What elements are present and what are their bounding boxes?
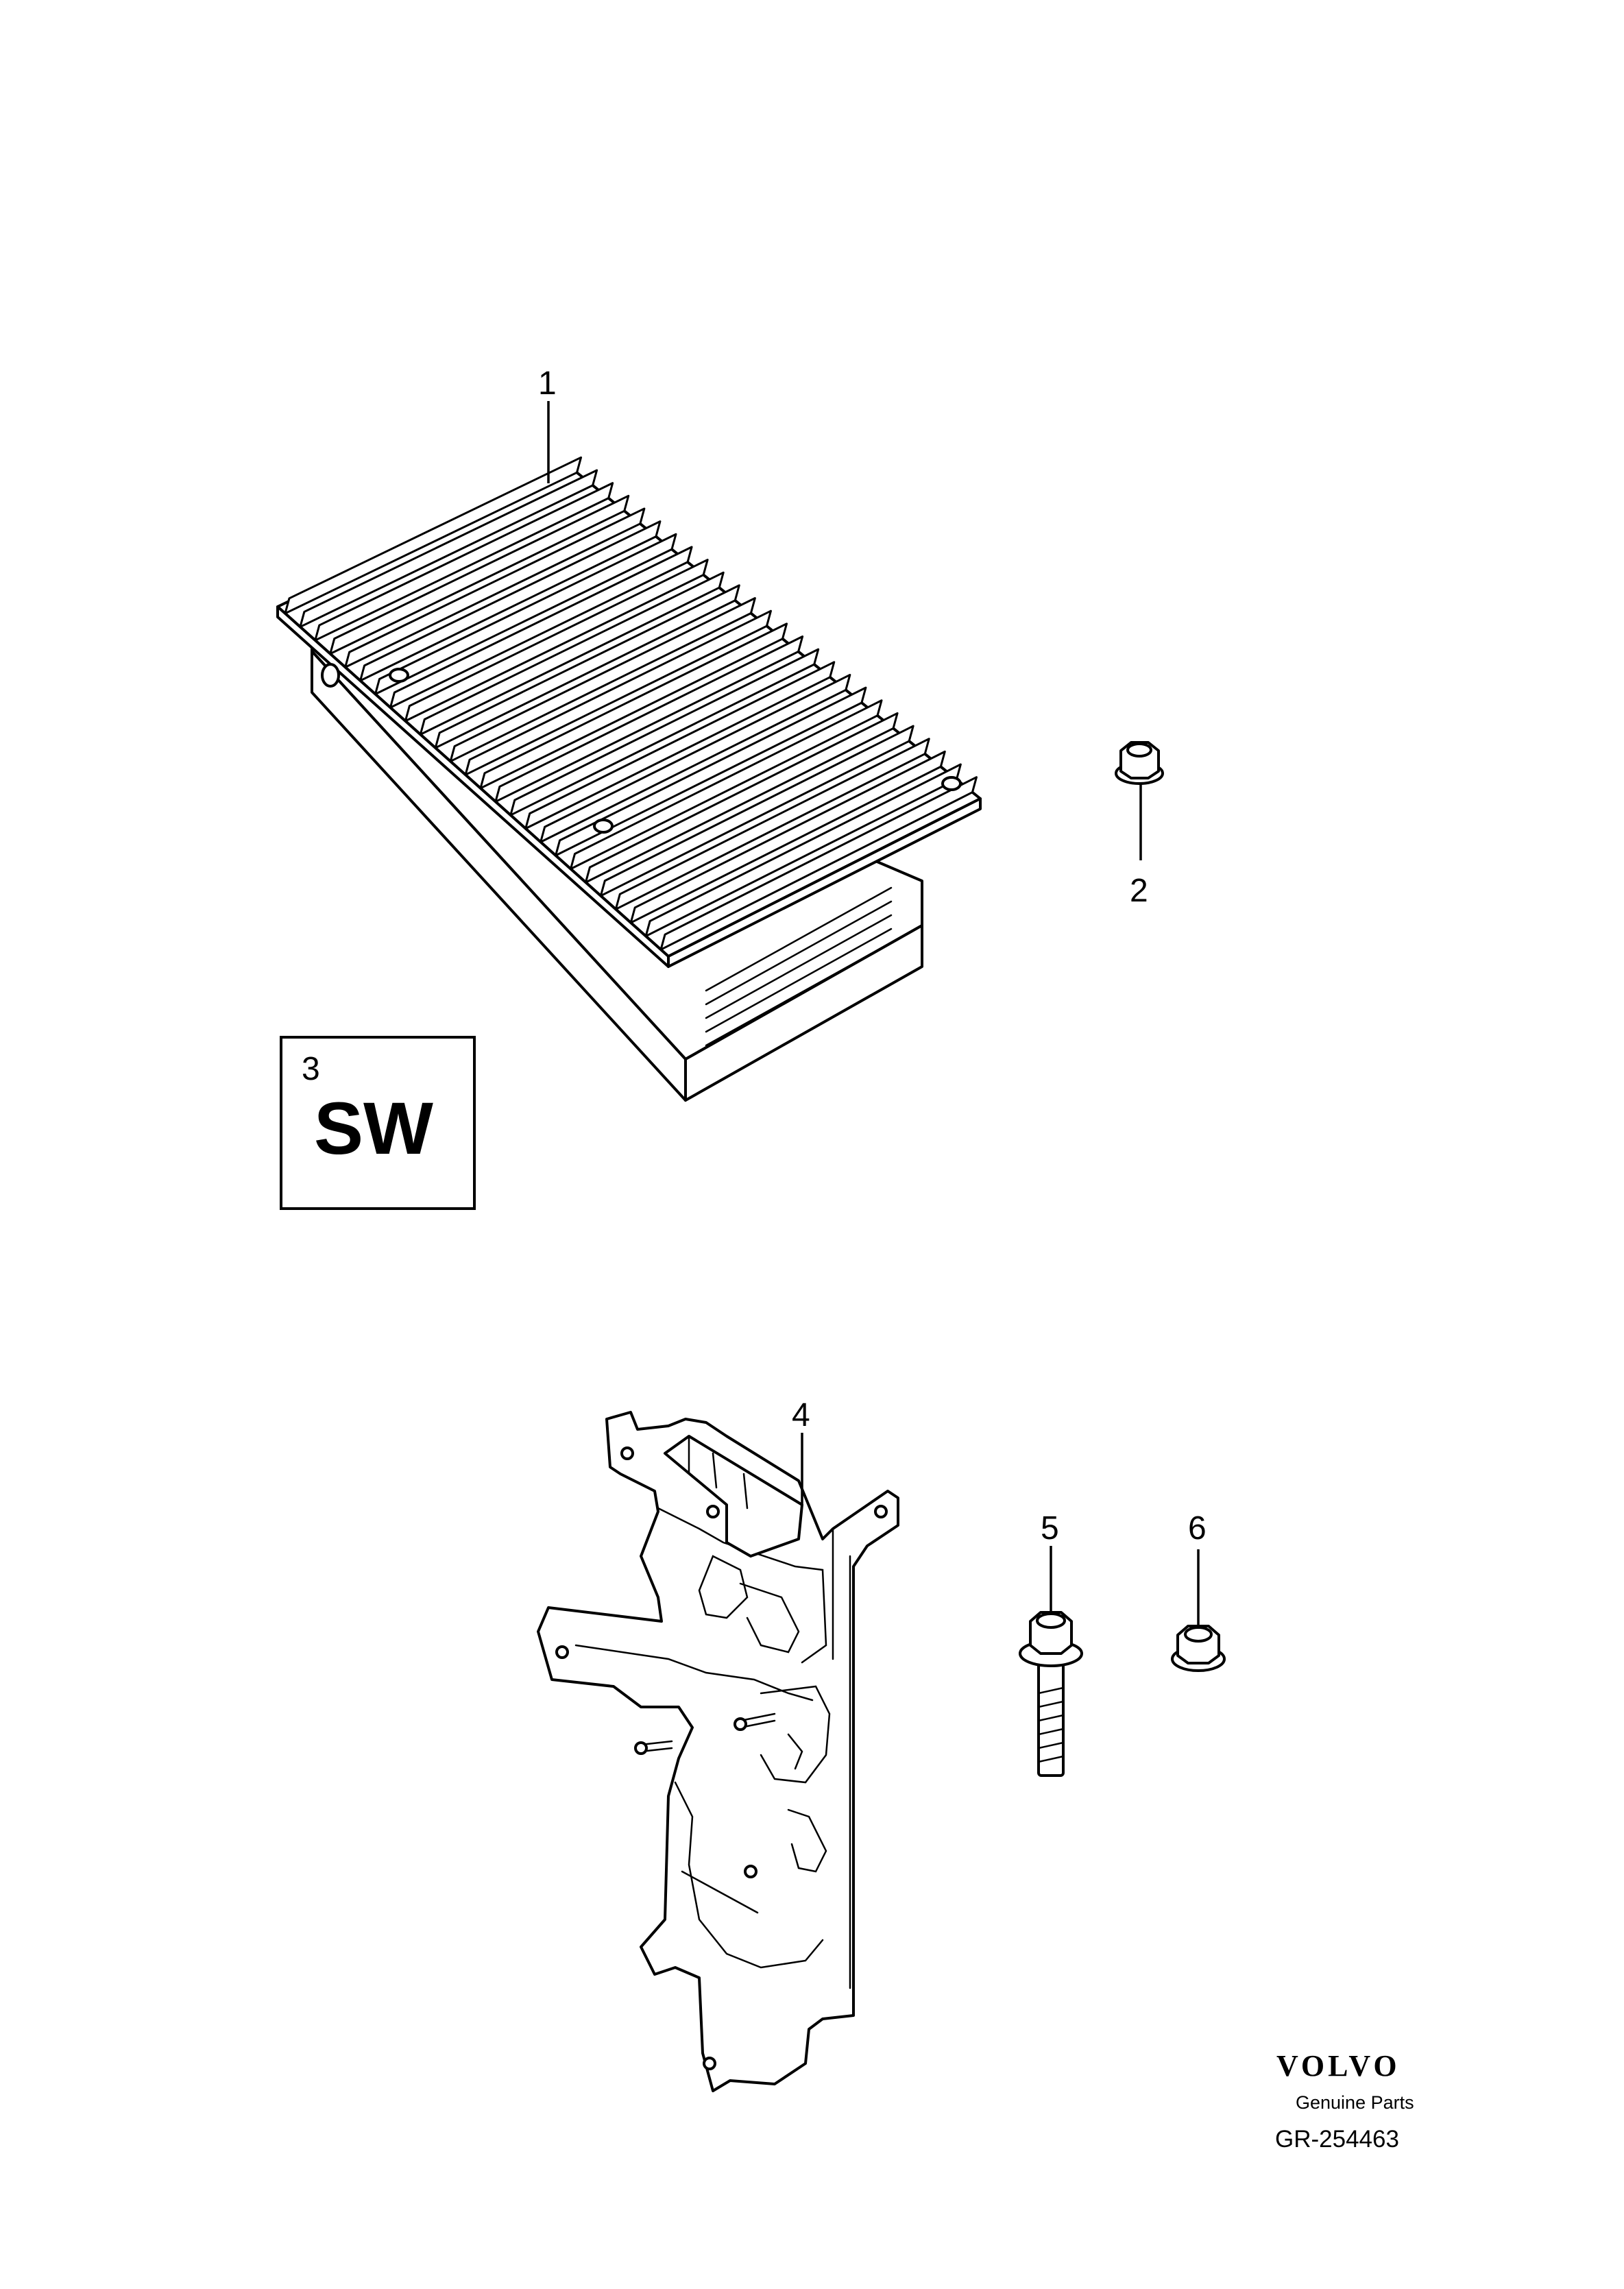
cooling-fin (344, 507, 646, 668)
amplifier-icon (276, 456, 982, 1102)
software-item: 3 SW (280, 1036, 476, 1210)
callout-1: 1 (538, 365, 557, 402)
cooling-fin (314, 482, 614, 642)
cooling-fin (479, 622, 788, 790)
cooling-fin (329, 494, 630, 655)
callout-3: 3 (302, 1051, 320, 1087)
cooling-fin (629, 750, 946, 924)
cooling-fins (284, 456, 978, 951)
software-label: SW (314, 1087, 433, 1170)
cooling-fin (659, 776, 978, 951)
flange-nut-icon (1171, 1625, 1226, 1672)
cooling-fin (389, 546, 693, 709)
cooling-fin (644, 763, 962, 938)
cooling-fin (570, 699, 883, 870)
cooling-fin (404, 559, 709, 723)
cooling-fin (449, 597, 756, 763)
cooling-fin (299, 469, 598, 628)
callout-4: 4 (792, 1397, 810, 1433)
diagram-reference: GR-254463 (1275, 2126, 1399, 2153)
flange-bolt-icon (1019, 1611, 1083, 1777)
callout-2: 2 (1130, 873, 1148, 909)
cooling-fin (540, 673, 851, 843)
brand-logo: VOLVO (1276, 2049, 1401, 2083)
cooling-fin (509, 648, 820, 816)
cooling-fin (434, 584, 740, 749)
flange-nut-icon (1115, 741, 1164, 785)
cooling-fin (614, 738, 930, 910)
cooling-fin (494, 635, 804, 803)
cooling-fin (359, 520, 662, 682)
cooling-fin (419, 571, 725, 736)
callout-6: 6 (1188, 1510, 1207, 1547)
cooling-fin (464, 609, 772, 776)
cooling-fin (524, 661, 836, 830)
mounting-bracket-icon (537, 1411, 899, 2092)
callout-5: 5 (1041, 1510, 1059, 1547)
cooling-fin (599, 725, 914, 897)
brand-tagline: Genuine Parts (1296, 2092, 1414, 2113)
software-box (280, 1036, 476, 1210)
cooling-fin (555, 686, 867, 857)
cooling-fin (284, 456, 583, 615)
cooling-fin (584, 712, 899, 884)
cooling-fin (374, 533, 677, 695)
